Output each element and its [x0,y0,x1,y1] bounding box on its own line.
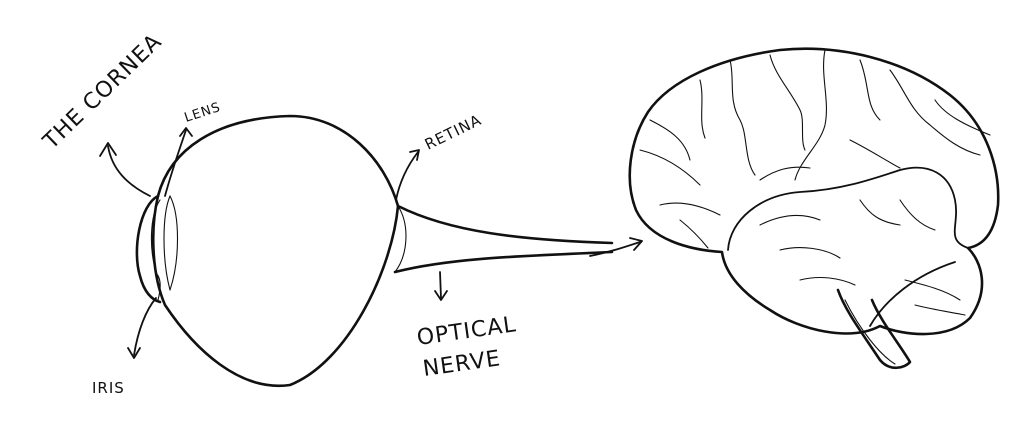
iris-label: IRIS [92,379,125,397]
brain-stem [836,288,912,370]
cornea-label: THE CORNEA [38,29,167,155]
optical-nerve-arrow [434,271,448,301]
eyeball-outline [151,114,400,388]
cerebellum [869,261,956,327]
optical-nerve-label-line2: NERVE [421,346,502,382]
optic-nerve-top [396,204,614,245]
optic-nerve-bottom [393,250,614,274]
iris-arrow [127,297,157,359]
retina-label: RETINA [422,111,485,154]
retina-curve [394,205,407,273]
eyeball [151,114,614,388]
cornea-outline [135,194,162,304]
nerve-to-brain-arrow [589,237,643,257]
cornea-arrow [99,142,151,197]
temporal-lobe-edge [727,166,969,251]
lens-label: LENS [183,100,223,126]
brain [628,47,1000,370]
retina-arrow [395,149,420,201]
lens-arrow [164,127,193,197]
optical-nerve-label-line1: OPTICAL [415,312,518,351]
lens-shape [150,195,179,301]
brain-folds [639,49,991,316]
